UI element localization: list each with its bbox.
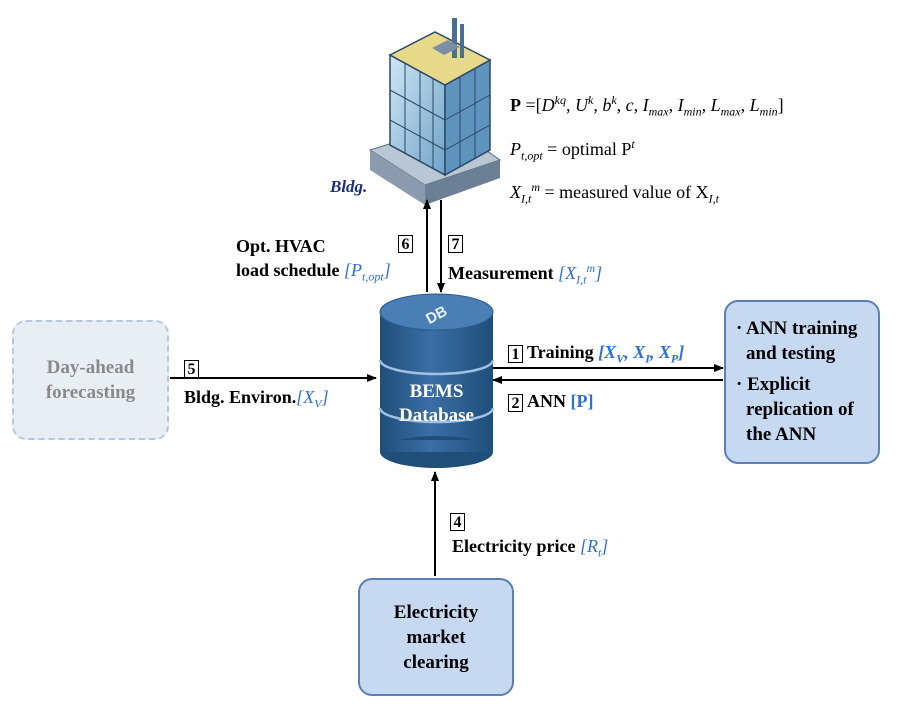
ann-training-box: · ANN training and testing · Explicit re… [724, 300, 880, 464]
building-icon [368, 18, 502, 205]
flow-6-number: 6 [398, 231, 417, 253]
legend-line-p: P =[Dkq, Uk, bk, c, Imax, Imin, Lmax, Lm… [510, 93, 784, 119]
database-label: BEMS Database [399, 381, 474, 426]
flow-4-number: 4 [450, 509, 469, 531]
flow-7-number: 7 [448, 231, 467, 253]
flow-5-number: 5 [184, 356, 203, 378]
database-icon: DB [378, 293, 495, 468]
flow-7-label: Measurement [XI,tm] [448, 261, 603, 287]
flow-5-label: Bldg. Environ.[XV] [184, 387, 329, 411]
legend-line-xm: XI,tm = measured value of XI,t [510, 180, 719, 206]
flow-4-label: Electricity price [Rt] [452, 536, 609, 560]
parameter-legend: P =[Dkq, Uk, bk, c, Imax, Imin, Lmax, Lm… [510, 84, 784, 215]
building-label: Bldg. [330, 177, 368, 196]
legend-line-popt: Pt,opt = optimal Pt [510, 136, 635, 163]
flow-6-label: Opt. HVAC load schedule [Pt,opt] [236, 236, 391, 284]
